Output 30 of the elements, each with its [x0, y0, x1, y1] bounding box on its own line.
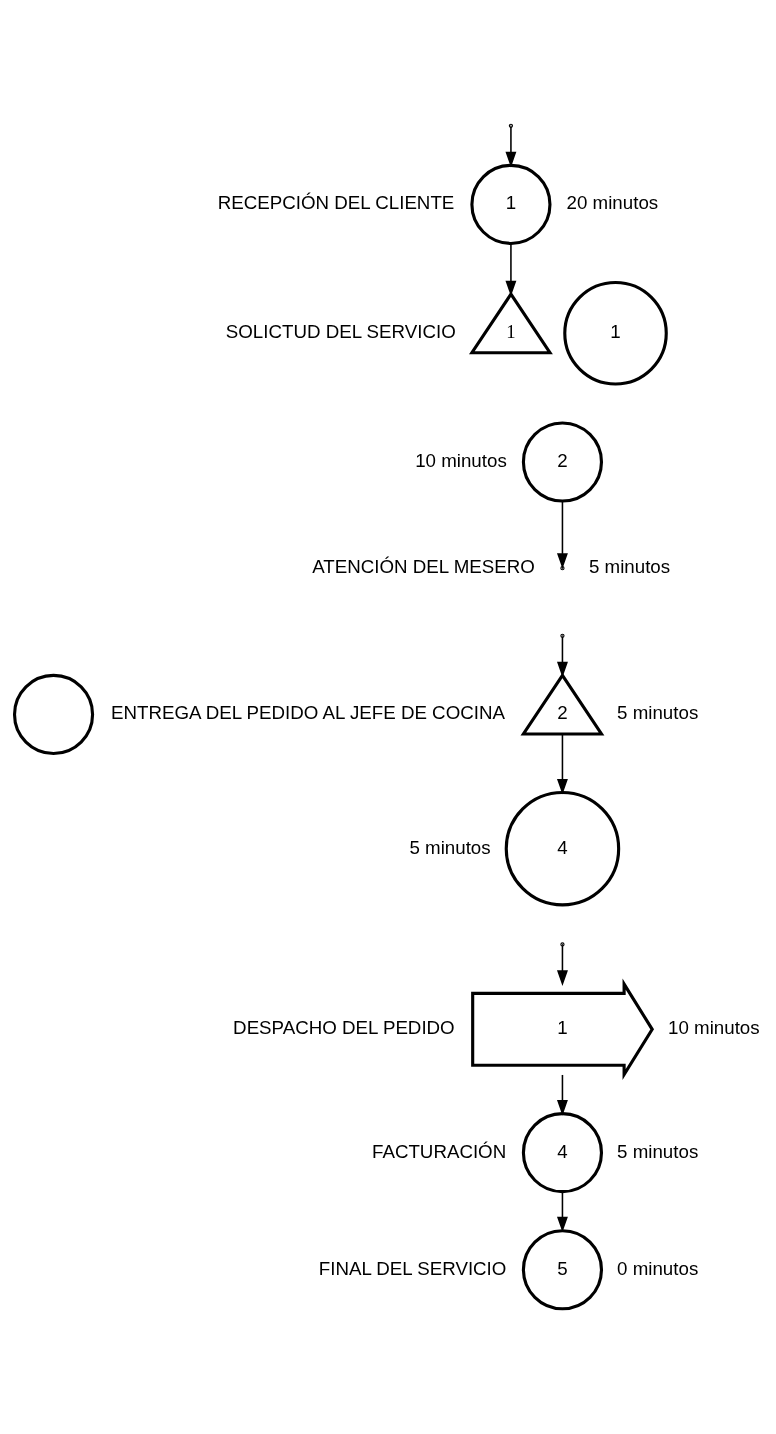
label: 5 minutos	[588, 555, 671, 577]
node-label: FACTURACIÓN	[372, 1140, 507, 1162]
node-label: 10 minutos	[668, 1017, 760, 1039]
node-circle: 2	[521, 421, 604, 503]
node-label: 20 minutos	[566, 192, 659, 214]
node-label: 5 minutos	[409, 836, 491, 858]
arrow	[556, 1074, 568, 1116]
node-circle: 4	[504, 790, 621, 907]
node-circle	[12, 673, 95, 756]
node-circle: 1	[563, 280, 668, 386]
node-label: 10 minutos	[415, 449, 507, 471]
arrow	[556, 733, 568, 795]
arrow	[505, 242, 517, 297]
arrow	[556, 500, 568, 569]
arrow	[505, 125, 517, 168]
node-label: 5 minutos	[617, 702, 699, 724]
node-circle: 1	[470, 163, 552, 245]
node-label: FINAL DEL SERVICIO	[318, 1257, 507, 1279]
arrow	[556, 635, 568, 678]
arrow	[556, 944, 568, 986]
node-label: ENTREGA DEL PEDIDO AL JEFE DE COCINA	[111, 702, 505, 724]
node-label: 0 minutos	[617, 1257, 699, 1279]
label: ATENCIÓN DEL MESERO	[312, 555, 535, 577]
node-label: DESPACHO DEL PEDIDO	[233, 1017, 455, 1039]
node-label: SOLICTUD DEL SERVICIO	[225, 321, 456, 343]
node-label: 5 minutos	[617, 1140, 699, 1162]
node-circle: 4	[521, 1112, 604, 1194]
node-label: RECEPCIÓN DEL CLIENTE	[217, 192, 455, 214]
node-circle: 5	[521, 1229, 604, 1311]
arrow	[556, 1191, 568, 1233]
